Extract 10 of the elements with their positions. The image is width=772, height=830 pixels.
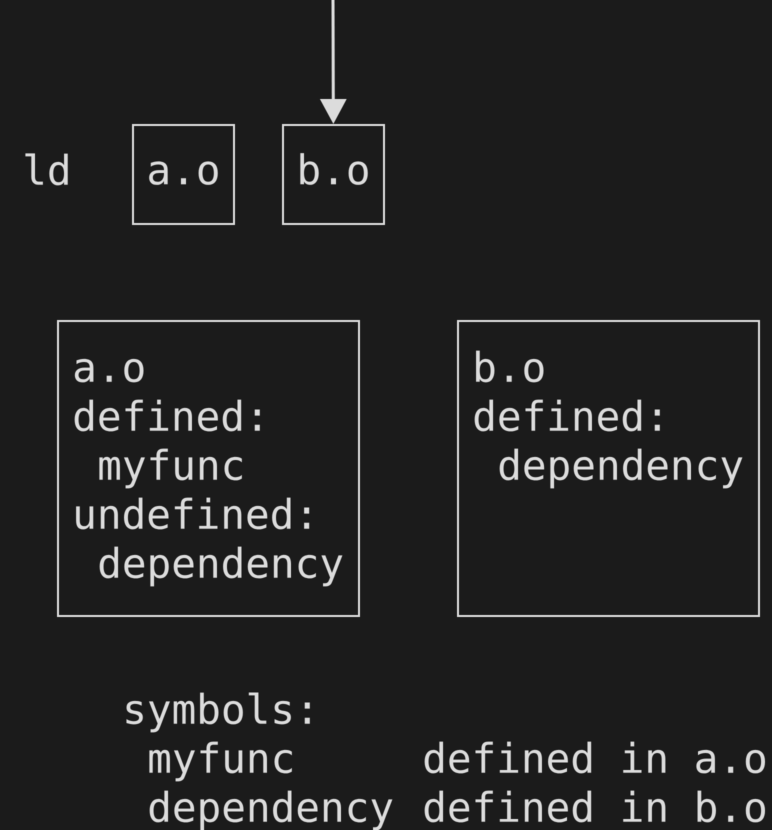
symbol-table-box: b.o defined: dependency bbox=[457, 320, 760, 617]
symbol-definition: defined in a.o bbox=[424, 742, 765, 774]
symbol-name: dependency bbox=[150, 790, 392, 830]
symbol-name: myfunc bbox=[149, 742, 292, 782]
symbol-table-box: a.o defined: myfunc undefined: dependency bbox=[57, 320, 360, 617]
file-box: a.o bbox=[132, 124, 235, 225]
symbols-heading: symbols: bbox=[126, 692, 310, 732]
command-label: ld bbox=[25, 153, 68, 186]
file-box: b.o bbox=[282, 124, 385, 225]
symbol-definition: defined in b.o bbox=[424, 790, 765, 822]
